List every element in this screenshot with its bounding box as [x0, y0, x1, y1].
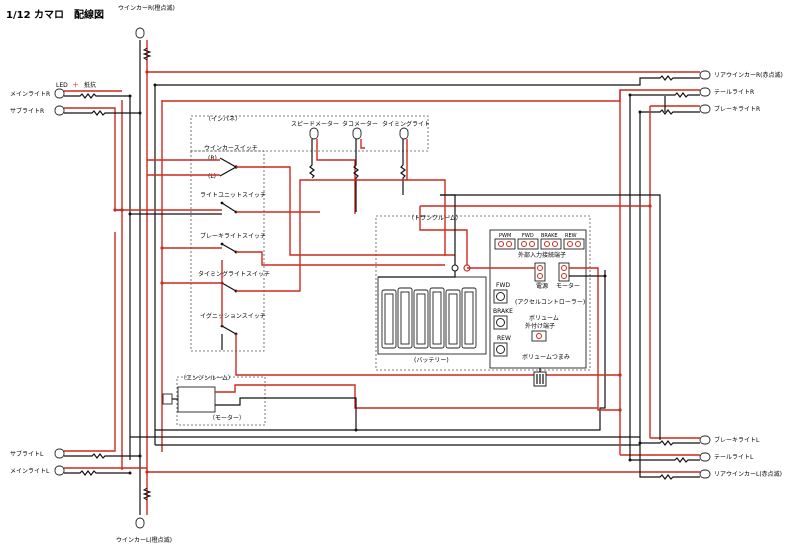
brake-r-led-icon [699, 104, 711, 114]
main-light-l-label: メインライトL [10, 468, 50, 475]
terminal-pwm-label: PWM [499, 233, 511, 239]
fwd-button-label: FWD [496, 282, 510, 289]
front-winker-r-led-icon [135, 27, 145, 39]
light-unit-switch-icon [220, 201, 238, 214]
winker-r-resistor-icon [142, 47, 152, 61]
sub-light-l-label: サブライトL [10, 450, 44, 458]
legend-resistor: 抵抗 [84, 81, 96, 89]
switch-enclosure [190, 150, 265, 352]
timing-light-led-icon [399, 127, 409, 140]
ignition-switch-icon [220, 324, 238, 336]
front-winker-r-label: ウインカーR(橙点滅) [118, 4, 175, 12]
timing-light-switch-icon [220, 281, 238, 293]
diagram-title: 1/12 カマロ 配線図 [6, 8, 104, 21]
front-winker-l-led-icon [135, 517, 145, 529]
volume-terminal-icon [531, 330, 547, 342]
tail-l-label: テールライトL [714, 454, 754, 461]
timing-light-switch-label: タイミングライトスイッチ [198, 270, 270, 278]
tachometer-label: タコメーター [342, 120, 378, 128]
brake-r-label: ブレーキライトR [714, 105, 760, 113]
fwd-button-icon [496, 292, 505, 301]
brake-l-label: ブレーキライトL [714, 436, 760, 444]
timing-light-label: タイミングライト [382, 120, 430, 128]
sub-light-l-led-icon [54, 448, 65, 459]
motor-label: （モーター） [209, 414, 245, 422]
light-unit-switch-label: ライトユニットスイッチ [200, 192, 266, 199]
brake-l-led-icon [699, 435, 711, 445]
motor-terminal-label: モーター [556, 282, 580, 290]
main-light-r-led-icon [54, 88, 65, 99]
volume-terminal-label-2: 外付け端子 [525, 322, 555, 330]
sub-light-r-label: サブライトR [10, 107, 44, 115]
terminal-brake-label: BRAKE [541, 233, 558, 239]
panel-title: （インパネ） [205, 116, 241, 123]
speedometer-led-icon [309, 127, 319, 140]
external-input-label: 外部入力接続端子 [518, 251, 566, 259]
winker-switch-l-mark: (L) [208, 173, 216, 180]
tail-r-led-icon [699, 87, 711, 97]
accel-controller-label: (アクセルコントローラー) [515, 299, 585, 306]
volume-terminal-label-1: ボリューム [529, 314, 559, 322]
ignition-switch-label: イグニッションスイッチ [200, 312, 266, 320]
rear-winker-l-led-icon [699, 469, 711, 479]
legend-plus: ＋ [72, 81, 79, 89]
battery-cells [381, 287, 477, 349]
brake-button-label: BRAKE [493, 308, 513, 315]
rear-winker-r-label: リアウインカーR(赤点滅) [714, 71, 783, 79]
brake-button-icon [496, 318, 505, 327]
rew-button-label: REW [497, 335, 511, 342]
power-terminal-icon [534, 262, 546, 282]
sub-light-r-led-icon [54, 105, 65, 116]
tail-l-led-icon [699, 452, 711, 462]
terminal-fwd-label: FWD [522, 233, 534, 239]
winker-switch-label: ウインカースイッチ [204, 144, 258, 152]
main-light-r-label: メインライトR [10, 91, 50, 98]
brake-light-switch-icon [220, 242, 238, 254]
trunk-title: （トランクルーム） [408, 215, 462, 222]
engine-enclosure [176, 376, 266, 426]
rew-button-icon [496, 345, 505, 354]
power-terminal-label: 電源 [536, 282, 548, 290]
external-input-terminals: PWM FWD BRAKE REW [494, 233, 585, 250]
motor-icon [162, 386, 216, 413]
battery-terminal-negative [451, 264, 459, 272]
tail-r-label: テールライトR [714, 89, 754, 96]
winker-switch-r-mark: (R) [208, 155, 217, 162]
rear-winker-l-label: リアウインカーL(赤点滅) [714, 470, 782, 478]
junction-dots [113, 70, 652, 475]
motor-terminal-icon [558, 262, 570, 282]
volume-knob-icon[interactable] [533, 368, 547, 387]
battery-label: (バッテリー) [414, 357, 449, 364]
front-winker-l-label: ウインカーL(橙点滅) [116, 536, 172, 544]
winker-switch-icon [219, 157, 238, 177]
volume-knob-label: ボリュームつまみ [522, 353, 570, 361]
legend-led: LED [56, 82, 68, 89]
speedometer-label: スピードメーター [291, 120, 339, 128]
rear-winker-r-led-icon [699, 70, 711, 80]
main-light-l-led-icon [54, 465, 65, 476]
terminal-rew-label: REW [565, 233, 577, 239]
tachometer-led-icon [352, 127, 362, 140]
winker-l-resistor-icon [142, 487, 152, 501]
engine-title: （エンジンルーム） [180, 375, 234, 382]
brake-light-switch-label: ブレーキライトスイッチ [200, 232, 266, 240]
